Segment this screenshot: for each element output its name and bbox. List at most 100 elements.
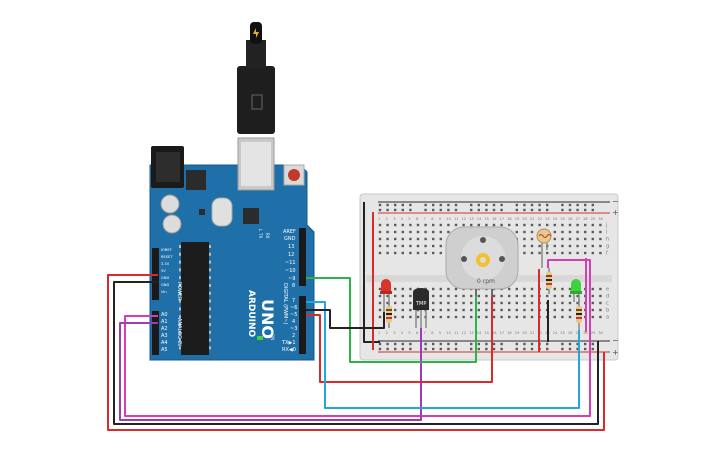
breadboard-column-number: 15 <box>484 331 488 335</box>
breadboard-hole <box>470 203 473 207</box>
breadboard-hole <box>394 244 397 248</box>
breadboard-hole <box>409 230 412 234</box>
photoresistor[interactable] <box>536 228 552 268</box>
breadboard-hole <box>424 230 427 234</box>
breadboard-hole <box>576 244 579 248</box>
wire-gnd-black[interactable] <box>113 281 599 425</box>
breadboard-hole <box>568 237 572 241</box>
breadboard-hole <box>394 347 397 351</box>
breadboard-column-number: 24 <box>553 217 558 221</box>
breadboard-hole <box>470 294 473 298</box>
breadboard-hole <box>576 203 579 207</box>
breadboard-hole <box>530 315 534 319</box>
breadboard-hole <box>432 294 435 298</box>
chip-pin <box>179 276 181 280</box>
breadboard-hole <box>378 251 382 255</box>
breadboard-hole <box>546 208 549 212</box>
wire-pin3-blue[interactable] <box>306 301 580 409</box>
breadboard-hole <box>439 230 442 234</box>
wire-a1-purple[interactable] <box>119 322 422 421</box>
chip-pin <box>179 315 181 319</box>
breadboard-hole <box>386 347 389 351</box>
breadboard-hole <box>485 342 488 346</box>
breadboard-hole <box>523 308 526 312</box>
breadboard-hole <box>553 230 556 234</box>
breadboard-hole <box>538 208 541 212</box>
motor-speed-label: 0 rpm <box>477 278 495 285</box>
breadboard-column-number: 19 <box>515 217 519 221</box>
chip-pin <box>179 291 181 295</box>
breadboard-hole <box>599 237 602 241</box>
breadboard-hole <box>561 294 564 298</box>
wire-5v-red[interactable] <box>107 274 605 431</box>
breadboard-hole <box>591 237 594 241</box>
breadboard-column-number: 27 <box>576 331 580 335</box>
breadboard-hole <box>568 294 572 298</box>
rail-plus-label-bottom: + <box>612 348 619 357</box>
breadboard-hole <box>561 203 564 207</box>
breadboard-hole <box>500 294 503 298</box>
breadboard-hole <box>409 203 412 207</box>
breadboard-hole <box>530 223 534 227</box>
breadboard-hole <box>416 251 420 255</box>
wire-a0-magenta[interactable] <box>124 259 591 417</box>
resistor-1[interactable] <box>386 302 392 328</box>
breadboard-hole <box>546 223 549 227</box>
breadboard-column-number: 24 <box>553 331 558 335</box>
breadboard-hole <box>584 237 587 241</box>
arduino-uno-board[interactable]: ARDUINO UNO POWER ANALOG IN DIGITAL (PWM… <box>149 22 315 361</box>
breadboard-hole <box>394 342 397 346</box>
wire-gnd-rail-black[interactable] <box>363 202 380 343</box>
breadboard-hole <box>523 230 526 234</box>
breadboard-hole <box>492 315 496 319</box>
breadboard-hole <box>447 223 450 227</box>
dc-motor[interactable]: 0 rpm <box>445 226 519 296</box>
breadboard-column-number: 5 <box>408 217 410 221</box>
breadboard-hole <box>432 342 435 346</box>
chip-pin <box>179 307 181 311</box>
breadboard-hole <box>584 203 587 207</box>
rail-minus-label-bottom: − <box>612 336 619 345</box>
breadboard-hole <box>386 208 389 212</box>
breadboard-hole <box>492 294 496 298</box>
breadboard-hole <box>568 208 572 212</box>
chip-pin <box>209 299 211 303</box>
wire-pin2-black[interactable] <box>306 309 385 329</box>
resistor-2[interactable] <box>546 268 552 294</box>
breadboard-hole <box>432 315 435 319</box>
breadboard-hole <box>508 294 511 298</box>
breadboard-hole <box>394 208 397 212</box>
breadboard-hole <box>401 208 404 212</box>
breadboard-hole <box>394 237 397 241</box>
lightning-icon <box>253 28 259 38</box>
breadboard-hole <box>599 244 602 248</box>
breadboard-hole <box>568 308 572 312</box>
usb-cable[interactable] <box>237 22 275 134</box>
breadboard-hole <box>432 244 435 248</box>
breadboard-hole <box>584 230 587 234</box>
temperature-sensor[interactable]: TMP <box>413 288 429 328</box>
breadboard-column-number: 14 <box>477 217 482 221</box>
breadboard-hole <box>470 308 473 312</box>
breadboard-hole <box>561 230 564 234</box>
chip-pin <box>179 252 181 256</box>
breadboard-column-number: 4 <box>401 331 404 335</box>
breadboard-hole <box>561 287 564 291</box>
breadboard-hole <box>477 294 480 298</box>
breadboard-hole <box>447 230 450 234</box>
breadboard-hole <box>492 347 496 351</box>
breadboard-row-letter: g <box>606 244 609 250</box>
breadboard-hole <box>462 315 465 319</box>
breadboard-hole <box>378 244 382 248</box>
wire-pin9-green[interactable] <box>306 277 477 363</box>
breadboard-hole <box>432 237 435 241</box>
breadboard-hole <box>439 347 442 351</box>
green-led[interactable] <box>570 279 582 302</box>
resistor-3[interactable] <box>576 300 582 330</box>
breadboard-hole <box>485 315 488 319</box>
breadboard-hole <box>394 308 397 312</box>
breadboard-hole <box>500 315 503 319</box>
wire-pin5-red[interactable] <box>306 296 493 383</box>
breadboard-hole <box>515 342 518 346</box>
chip-pin <box>179 330 181 334</box>
